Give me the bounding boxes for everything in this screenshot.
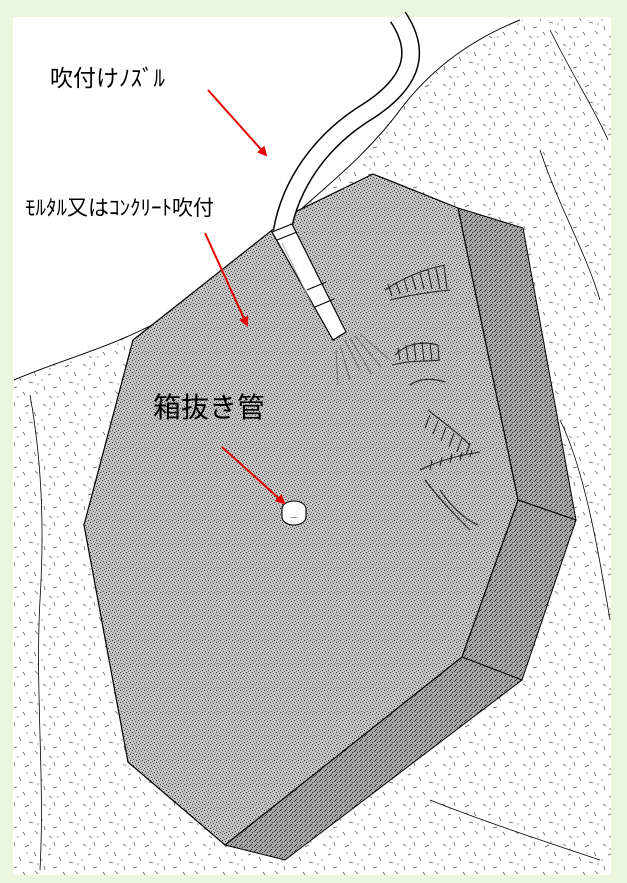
ground-contour-lines (29, 29, 611, 871)
crack-patch (384, 264, 481, 531)
crack-hatching (387, 265, 473, 471)
label-nozzle: 吹付けﾉｽﾞﾙ (50, 66, 166, 92)
spray-hose-inner (274, 12, 419, 234)
label-mortar: ﾓﾙﾀﾙ又はｺﾝｸﾘｰﾄ吹付 (25, 196, 214, 220)
spray-nozzle (271, 223, 347, 341)
label-box-pipe: 箱抜き管 (153, 391, 265, 424)
spray-mist (335, 333, 391, 386)
arrow-mortar (204, 232, 249, 327)
box-out-pipe (281, 500, 307, 526)
arrow-box-pipe (221, 446, 286, 505)
arrow-nozzle (207, 89, 268, 157)
callout-arrows (204, 89, 286, 505)
